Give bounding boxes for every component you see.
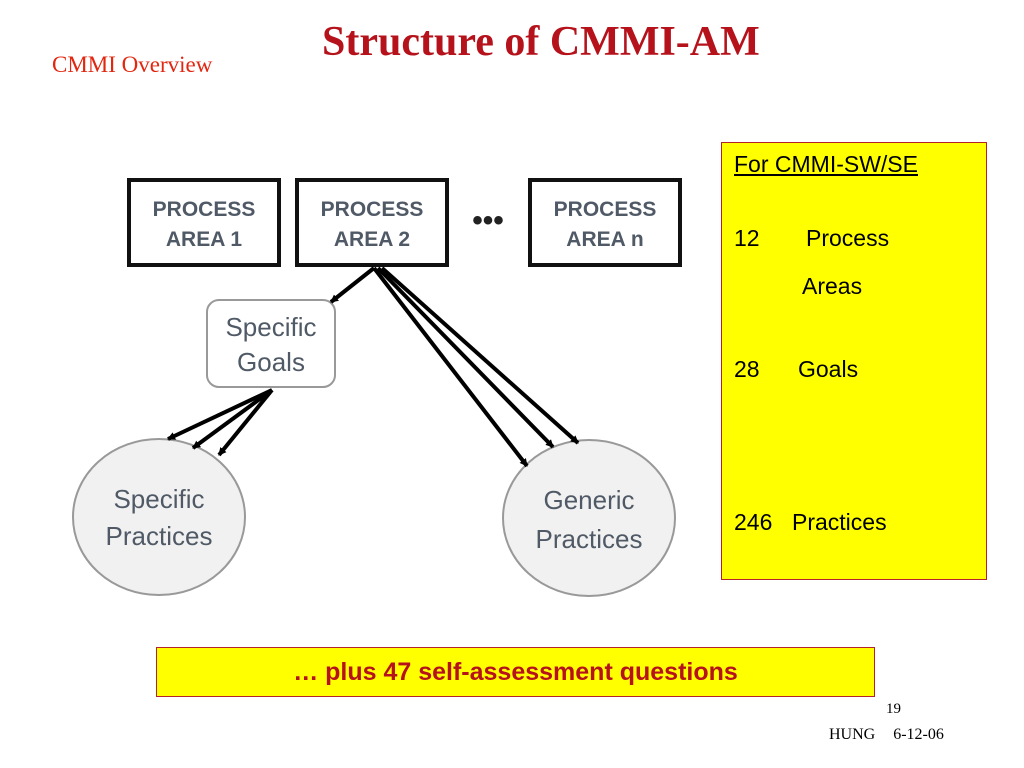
generic-practices-line1: Generic [543,485,634,515]
process-area-n-line2: AREA n [566,228,643,251]
stat-label-continued: Areas [802,273,863,299]
section-label: CMMI Overview [52,52,213,77]
footer: HUNG 6-12-06 [829,726,944,744]
stat-number: 246 [734,509,773,535]
callout-text: … plus 47 self-assessment questions [293,657,738,686]
stat-number: 28 [734,356,760,382]
arrow-goals-to-specific-practices-2 [191,388,274,450]
process-area-1-box: PROCESS AREA 1 [127,178,281,267]
specific-practices-line2: Practices [106,521,213,551]
stat-number: 12 [734,225,760,251]
arrow-pa2-to-specific-goals [329,266,376,304]
generic-practices-line2: Practices [536,524,643,554]
process-area-n-box: PROCESS AREA n [528,178,682,267]
stat-row-practices: 246 Practices [734,509,887,536]
stat-row-process-areas-continued: Areas [802,273,862,300]
arrow-pa2-to-generic-practices-2 [376,266,555,449]
generic-practices-circle: Generic Practices [502,439,676,597]
arrow-pa2-to-generic-practices-1 [372,266,529,468]
footer-author: HUNG [829,726,876,743]
slide-title: Structure of CMMI-AM [322,19,760,65]
process-area-2-line1: PROCESS [321,198,424,221]
process-area-1-line2: AREA 1 [166,228,243,251]
stats-box: For CMMI-SW/SE 12 Process Areas 28 Goals 2… [721,142,987,580]
stat-row-process-areas: 12 Process [734,225,889,252]
process-area-1-line1: PROCESS [153,198,256,221]
stat-label: Goals [798,356,859,382]
process-area-2-box: PROCESS AREA 2 [295,178,449,267]
specific-practices-circle: Specific Practices [72,438,246,596]
stat-label: Practices [792,509,887,535]
cmmi-structure-diagram: PROCESS AREA 1 PROCESS AREA 2 ••• PROCES… [72,178,682,597]
stats-heading: For CMMI-SW/SE [734,151,918,177]
self-assessment-callout: … plus 47 self-assessment questions [156,647,875,697]
process-area-n-line1: PROCESS [554,198,657,221]
process-area-2-line2: AREA 2 [334,228,410,251]
arrow-goals-to-specific-practices-1 [167,388,273,441]
specific-practices-line1: Specific [113,484,204,514]
specific-goals-line2: Goals [237,347,305,377]
specific-goals-box: Specific Goals [206,299,336,388]
specific-goals-line1: Specific [225,312,316,342]
stat-row-goals: 28 Goals [734,356,858,383]
stat-label: Process [806,225,890,251]
footer-date: 6-12-06 [893,726,944,743]
arrow-goals-to-specific-practices-3 [217,388,274,457]
ellipsis-dots: ••• [472,204,504,237]
arrow-pa2-to-generic-practices-3 [380,266,580,445]
page-number: 19 [886,701,901,717]
